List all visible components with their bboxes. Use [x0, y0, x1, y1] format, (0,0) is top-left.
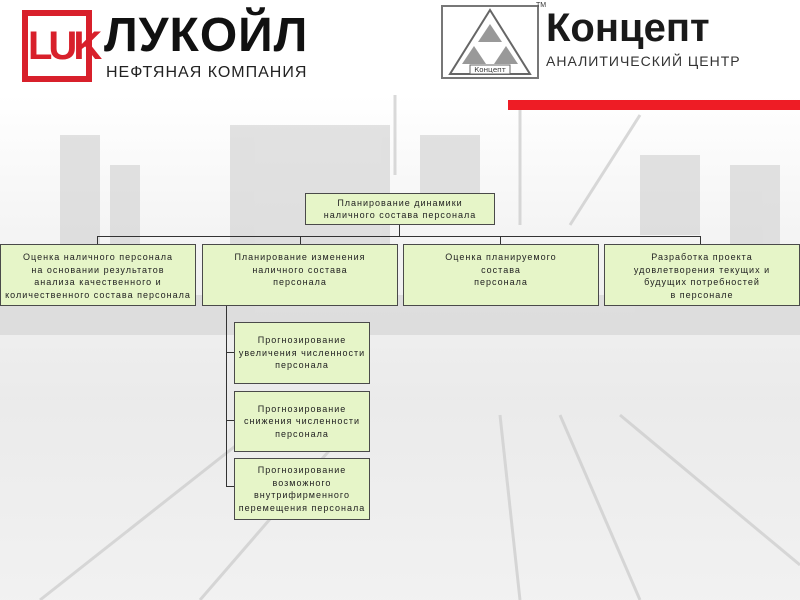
connector-l2-1	[226, 352, 234, 353]
concept-mark-icon: Концепт	[441, 5, 539, 79]
lukoil-name: ЛУКОЙЛ	[104, 9, 309, 62]
root-box: Планирование динамики наличного состава …	[305, 193, 495, 225]
connector-l1-1	[97, 236, 98, 244]
lukoil-mark-icon: LUK	[22, 10, 102, 82]
level1-box-1: Оценка наличного персонала на основании …	[0, 244, 196, 306]
level1-label-4: Разработка проекта удовлетворения текущи…	[633, 252, 771, 300]
connector-l2-3	[226, 486, 234, 487]
root-label: Планирование динамики наличного состава …	[323, 197, 477, 221]
connector-vertical-l2	[226, 306, 227, 486]
connector-l1-3	[500, 236, 501, 244]
level2-label-2: Прогнозирование снижения численности пер…	[244, 403, 360, 439]
red-accent-bar	[508, 100, 800, 110]
svg-text:Концепт: Концепт	[474, 66, 506, 74]
level1-box-2: Планирование изменения наличного состава…	[202, 244, 398, 306]
connector-l1-2	[300, 236, 301, 244]
level2-label-1: Прогнозирование увеличения численности п…	[238, 335, 366, 371]
connector-l2-2	[226, 420, 234, 421]
level1-label-3: Оценка планируемого состава персонала	[445, 252, 557, 287]
concept-subtitle: АНАЛИТИЧЕСКИЙ ЦЕНТР	[546, 53, 741, 69]
level2-box-3: Прогнозирование возможного внутрифирменн…	[234, 458, 370, 520]
level2-box-1: Прогнозирование увеличения численности п…	[234, 322, 370, 384]
connector-l1-4	[700, 236, 701, 244]
level1-box-3: Оценка планируемого состава персонала	[403, 244, 599, 306]
connector-horizontal	[97, 236, 701, 237]
lukoil-logo: LUK ЛУКОЙЛ НЕФТЯНАЯ КОМПАНИЯ	[22, 9, 362, 82]
level2-box-2: Прогнозирование снижения численности пер…	[234, 391, 370, 452]
level1-label-1: Оценка наличного персонала на основании …	[5, 252, 191, 300]
concept-logo: Концепт TM Концепт АНАЛИТИЧЕСКИЙ ЦЕНТР	[440, 2, 785, 82]
trademark: TM	[536, 2, 547, 9]
connector-root-down	[399, 224, 400, 237]
level1-box-4: Разработка проекта удовлетворения текущи…	[604, 244, 800, 306]
level2-label-3: Прогнозирование возможного внутрифирменн…	[238, 465, 366, 513]
background-photo	[0, 95, 800, 600]
level1-label-2: Планирование изменения наличного состава…	[234, 252, 366, 287]
lukoil-subtitle: НЕФТЯНАЯ КОМПАНИЯ	[106, 64, 308, 81]
concept-name: Концепт	[546, 6, 710, 50]
